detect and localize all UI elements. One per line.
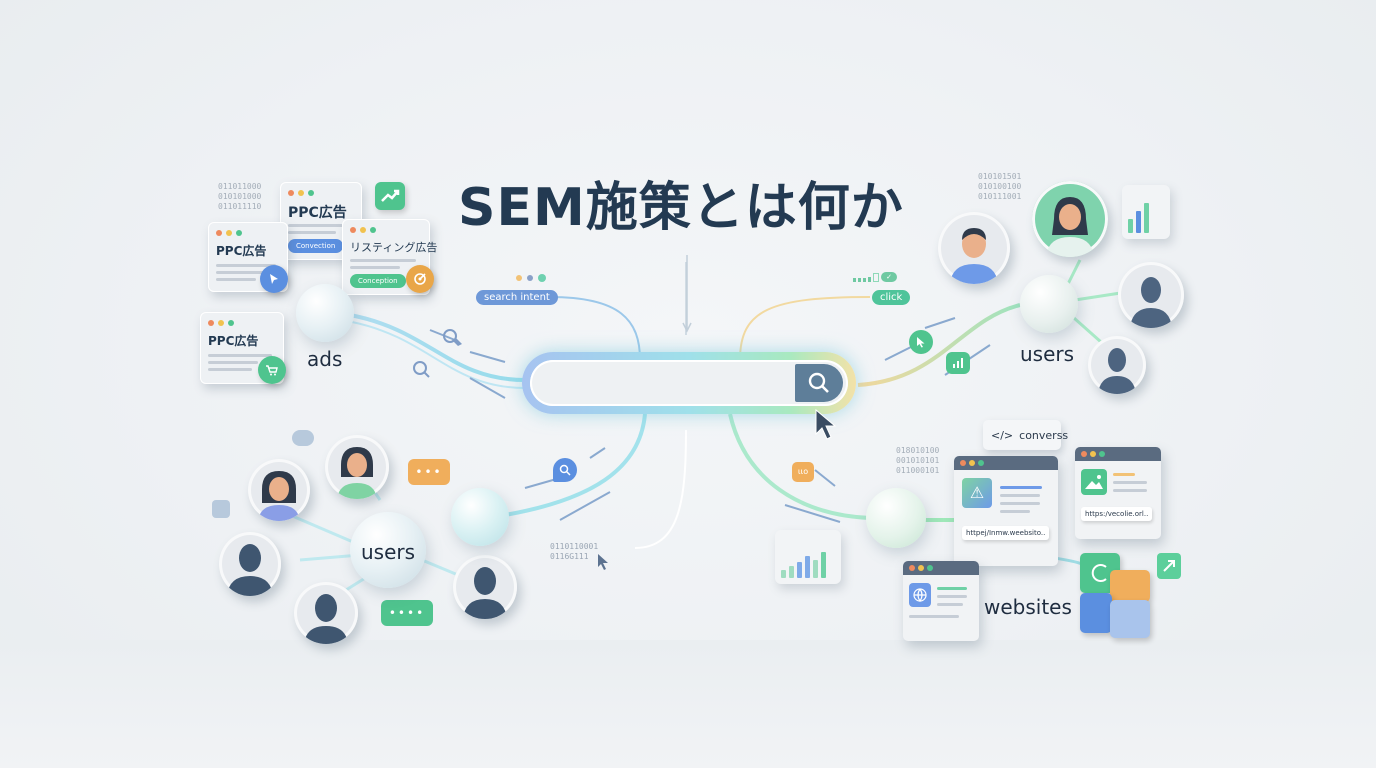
users-right-label: users [1020, 342, 1075, 366]
avatar-woman-green [325, 435, 389, 499]
orange-badge-icon: ιιο [792, 462, 814, 482]
bar-chart-icon-top [1122, 185, 1170, 239]
avatar-silhouette-5 [1088, 336, 1146, 394]
magnifier-icon [412, 360, 432, 384]
connector-node-left [451, 488, 509, 546]
bar-chart-icon-bottom [775, 530, 841, 584]
code-icon: </> [991, 428, 1014, 442]
click-badge-icon [909, 330, 933, 354]
window-dots [288, 190, 314, 196]
mouse-cursor-icon [814, 408, 840, 446]
ad-card-pill: Conception [350, 274, 406, 288]
avatar-woman-teal [1032, 181, 1108, 257]
binary-text-center: 0110110001 0116G111 [550, 542, 599, 561]
pointer-hand-icon [440, 326, 468, 358]
chat-bubble-icon [292, 430, 314, 446]
cube-blue [1080, 593, 1112, 633]
arrow-down-icon [682, 255, 692, 339]
search-intent-tag: search intent [476, 290, 558, 305]
binary-text-users-right: 010101501 010100100 010111001 [978, 172, 1022, 201]
chat-bubble-green-icon: •••• [381, 600, 433, 626]
page-title: SEM施策とは何か [458, 178, 904, 238]
warning-image-icon: ⚠ [962, 478, 992, 508]
binary-text-websites: 018010100 001010101 011000101 [896, 446, 940, 475]
ad-card-title: PPC広告 [288, 205, 347, 221]
website-window-main: ⚠ httpej/Inmw.weebsito.. [954, 456, 1058, 566]
code-tag-label: converss [1019, 428, 1069, 442]
analytics-badge-icon [946, 352, 970, 374]
ad-card-title: PPC広告 [208, 334, 259, 348]
ads-node [296, 284, 354, 342]
avatar-woman-purple [248, 459, 310, 521]
users-right-node [1020, 275, 1078, 333]
avatar-silhouette-3 [453, 555, 517, 619]
click-tag: click [872, 290, 911, 305]
external-link-icon [1157, 553, 1181, 579]
users-left-node [350, 512, 426, 588]
globe-icon [909, 583, 931, 607]
puzzle-icon [212, 500, 230, 518]
websites-label: websites [984, 595, 1072, 619]
ads-label: ads [307, 347, 343, 371]
search-bubble-icon [553, 458, 577, 482]
search-bar[interactable] [522, 352, 856, 414]
trend-up-icon [375, 182, 405, 210]
search-icon [808, 372, 829, 393]
website-window-globe [903, 561, 979, 641]
code-tag: </> converss [983, 420, 1068, 450]
cube-light-blue [1110, 600, 1150, 638]
ad-card-title: リスティング広告 [350, 241, 438, 254]
image-icon [1081, 469, 1107, 495]
url-field-main[interactable]: httpej/Inmw.weebsito.. [962, 526, 1050, 540]
avatar-silhouette-2 [294, 582, 358, 644]
status-dots [516, 274, 546, 282]
cube-orange [1110, 570, 1150, 602]
ad-card-pill: Convection [288, 239, 344, 253]
url-field-secondary[interactable]: https:/vecolie.orl.. [1081, 507, 1153, 521]
ad-card-title: PPC広告 [216, 244, 267, 258]
search-button[interactable] [795, 364, 843, 402]
cursor-icon [260, 265, 288, 293]
reflective-floor [0, 640, 1376, 768]
cart-icon [258, 356, 286, 384]
avatar-silhouette-1 [219, 532, 281, 596]
website-window-secondary: https:/vecolie.orl.. [1075, 447, 1161, 539]
chat-bubble-orange-icon: ••• [408, 459, 450, 485]
avatar-man-blue [938, 212, 1010, 284]
avatar-silhouette-4 [1118, 262, 1184, 328]
users-left-label: users [361, 540, 416, 564]
websites-node [866, 488, 926, 548]
progress-indicator: ✓ [853, 272, 897, 282]
target-icon [406, 265, 434, 293]
small-cursor-icon [597, 553, 611, 575]
binary-text-ads: 011011000 010101000 011011110 [218, 182, 262, 211]
